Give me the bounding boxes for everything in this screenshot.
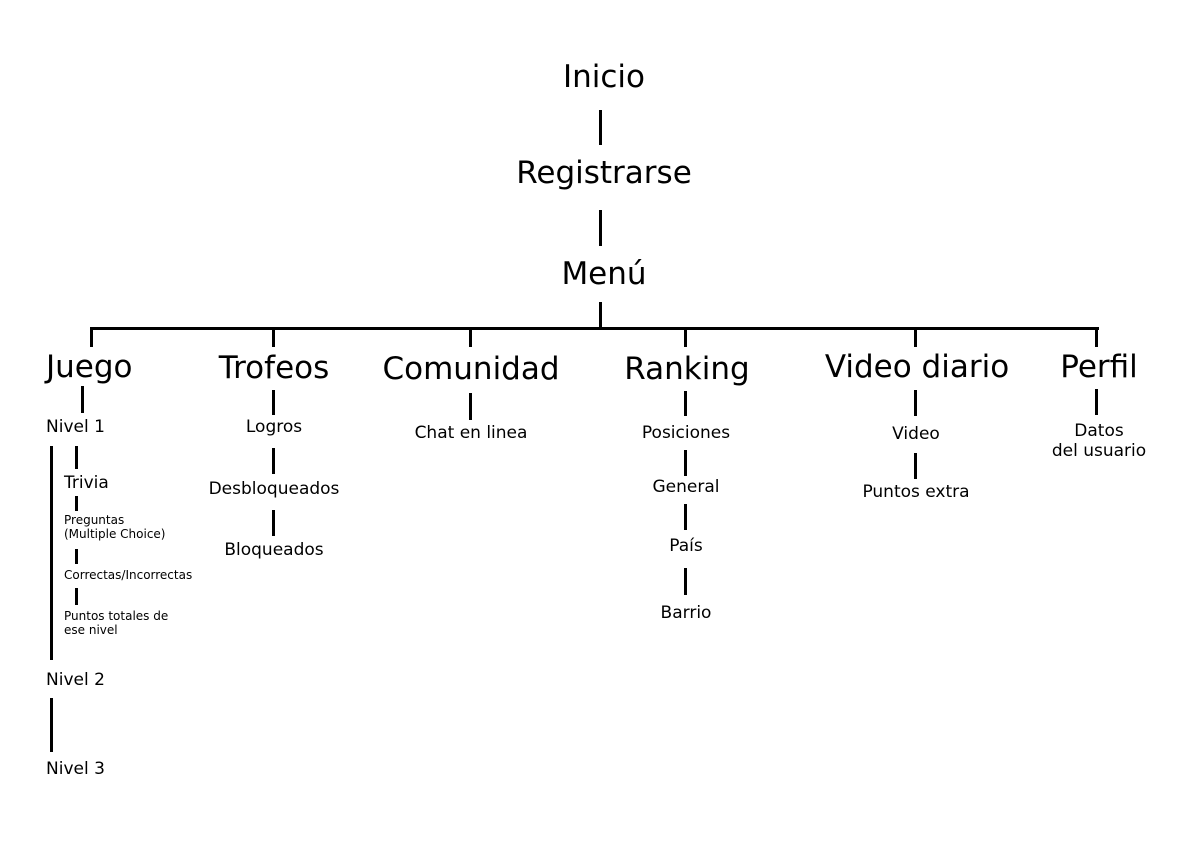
node-puntos-totales: Puntos totales de ese nivel — [64, 609, 169, 638]
connector-registrarse-menu — [599, 210, 602, 246]
preguntas-line-1: Preguntas — [64, 513, 125, 527]
node-barrio: Barrio — [660, 603, 712, 623]
node-desbloqueados: Desbloqueados — [208, 479, 340, 499]
node-menu: Menú — [561, 256, 647, 292]
node-correctas-incorrectas: Correctas/Incorrectas — [64, 568, 193, 582]
connector-logros-desbloqueados — [272, 448, 275, 474]
connector-bar-trofeos — [272, 327, 275, 347]
node-perfil: Perfil — [1060, 349, 1138, 385]
node-registrarse: Registrarse — [516, 155, 692, 191]
connector-video-puntos — [914, 453, 917, 479]
preguntas-line-2: (Multiple Choice) — [64, 526, 166, 541]
node-nivel-1: Nivel 1 — [46, 417, 105, 437]
connector-inicio-registrarse — [599, 110, 602, 145]
connector-video-diario-video — [914, 390, 917, 416]
connector-posiciones-general — [684, 450, 687, 476]
connector-bar-ranking — [684, 327, 687, 347]
connector-desbloqueados-bloqueados — [272, 510, 275, 536]
connector-trivia-preguntas — [75, 496, 78, 511]
connector-pais-barrio — [684, 568, 687, 595]
node-general: General — [652, 477, 720, 497]
connector-juego-nivel1 — [81, 386, 84, 413]
node-pais: País — [669, 536, 703, 556]
node-bloqueados: Bloqueados — [224, 540, 324, 560]
menu-horizontal-bar — [90, 327, 1099, 330]
node-trofeos: Trofeos — [218, 350, 330, 386]
node-inicio: Inicio — [562, 59, 646, 95]
connector-bar-perfil — [1095, 327, 1098, 347]
puntos-totales-line-2: ese nivel — [64, 622, 118, 637]
connector-nivel1-nivel2 — [50, 446, 53, 660]
node-video: Video — [892, 424, 940, 444]
connector-bar-comunidad — [469, 327, 472, 347]
datos-line-2: del usuario — [1051, 440, 1147, 461]
node-video-diario: Video diario — [824, 349, 1010, 385]
node-trivia: Trivia — [64, 473, 109, 493]
connector-nivel1-trivia — [75, 446, 78, 469]
node-comunidad: Comunidad — [382, 351, 560, 387]
connector-general-pais — [684, 504, 687, 530]
connector-perfil-datos — [1095, 389, 1098, 415]
connector-bar-video — [914, 327, 917, 347]
node-ranking: Ranking — [624, 351, 750, 387]
node-juego: Juego — [46, 349, 133, 385]
datos-line-1: Datos — [1074, 421, 1124, 441]
node-logros: Logros — [245, 417, 303, 437]
node-nivel-2: Nivel 2 — [46, 670, 105, 690]
node-chat-en-linea: Chat en linea — [414, 423, 528, 443]
connector-bar-juego — [90, 327, 93, 347]
connector-ranking-posiciones — [684, 391, 687, 416]
puntos-totales-line-1: Puntos totales de — [64, 609, 169, 623]
node-puntos-extra: Puntos extra — [862, 482, 970, 502]
node-posiciones: Posiciones — [641, 423, 731, 443]
node-nivel-3: Nivel 3 — [46, 759, 105, 779]
node-datos-del-usuario: Datos del usuario — [1051, 421, 1147, 461]
connector-trofeos-logros — [272, 390, 275, 415]
connector-preguntas-correctas — [75, 549, 78, 564]
connector-menu-bar — [599, 302, 602, 330]
connector-comunidad-chat — [469, 393, 472, 420]
node-preguntas: Preguntas (Multiple Choice) — [64, 513, 166, 542]
connector-nivel2-nivel3 — [50, 698, 53, 752]
connector-correctas-puntos — [75, 588, 78, 605]
